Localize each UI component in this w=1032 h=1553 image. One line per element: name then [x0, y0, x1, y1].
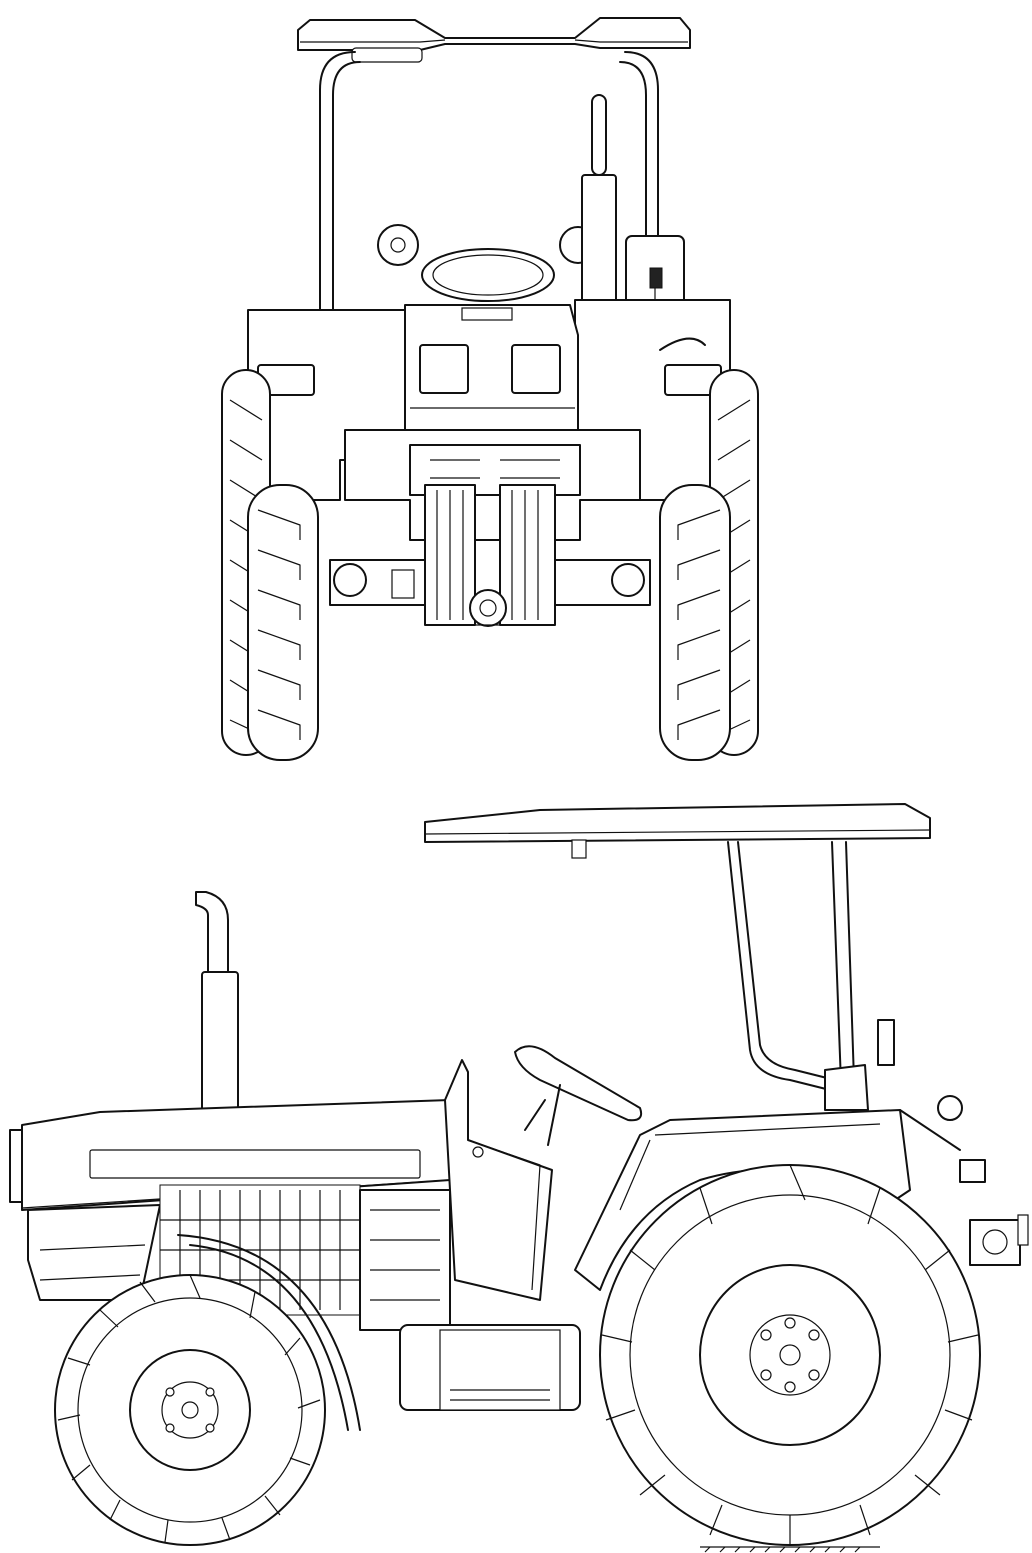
tractor-front-view: [221, 17, 759, 761]
side-front-wheel: [54, 1274, 326, 1546]
side-rear-hitch: [969, 1214, 1029, 1266]
side-steering-wheel: [514, 1045, 643, 1146]
side-rops-posts: [727, 841, 895, 1111]
radiator-grille: [424, 484, 556, 627]
side-front-nose: [27, 1204, 161, 1301]
side-rear-wheel: [599, 1164, 981, 1546]
side-fuel-tank: [399, 1324, 581, 1411]
side-canopy-roof: [424, 803, 931, 859]
front-tire-right: [659, 484, 731, 761]
side-front-fender: [177, 1234, 361, 1431]
rops-frame: [319, 51, 659, 311]
front-hubs: [333, 563, 645, 597]
hood-front: [404, 304, 579, 446]
side-dashboard: [444, 1059, 553, 1301]
side-hood: [9, 1099, 451, 1211]
ground-line: [700, 1546, 880, 1553]
canopy-roof: [297, 17, 691, 63]
side-engine-block: [159, 1184, 451, 1331]
steering-wheel: [421, 248, 555, 302]
tractor-side-view: [9, 803, 1029, 1553]
side-rear-fender: [574, 1095, 986, 1291]
front-axle-mount: [344, 429, 641, 541]
front-tire-left: [247, 484, 319, 761]
